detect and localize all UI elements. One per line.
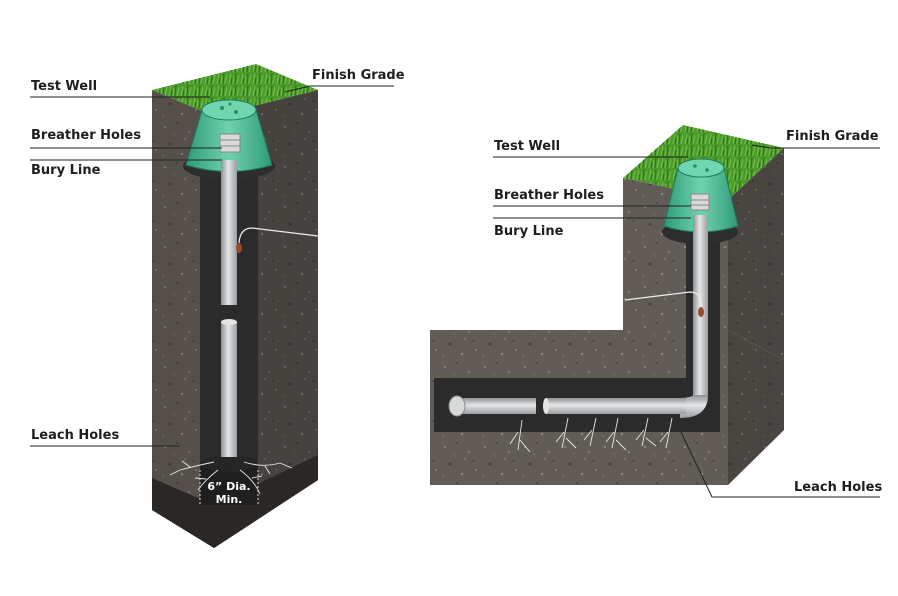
right-trench <box>434 240 720 432</box>
left-pipe-lower <box>221 322 237 457</box>
right-label-finish-grade: Finish Grade <box>786 129 879 144</box>
right-label-breather-holes: Breather Holes <box>494 188 604 203</box>
right-label-bury-line: Bury Line <box>494 224 564 239</box>
left-label-bury-line: Bury Line <box>31 163 101 178</box>
left-soil-face-left <box>152 90 214 548</box>
left-label-test-well: Test Well <box>31 79 98 94</box>
right-root-icon <box>509 417 673 453</box>
right-leader-lines <box>493 144 880 498</box>
pipe-icon <box>221 160 237 305</box>
right-test-well-diagram <box>430 125 880 498</box>
left-label-finish-grade: Finish Grade <box>312 68 405 83</box>
right-pipe-horizontal <box>546 398 686 414</box>
right-label-test-well: Test Well <box>494 139 561 154</box>
left-grass-top <box>152 64 318 116</box>
dimension-line1: 6” Dia. <box>207 480 250 493</box>
left-test-well-diagram: 6” Dia. Min. <box>30 64 394 548</box>
left-label-breather-holes: Breather Holes <box>31 128 141 143</box>
left-label-leach-holes: Leach Holes <box>31 428 120 443</box>
right-label-leach-holes: Leach Holes <box>794 480 883 495</box>
dimension-line2: Min. <box>216 493 243 506</box>
left-leader-lines <box>30 85 394 447</box>
